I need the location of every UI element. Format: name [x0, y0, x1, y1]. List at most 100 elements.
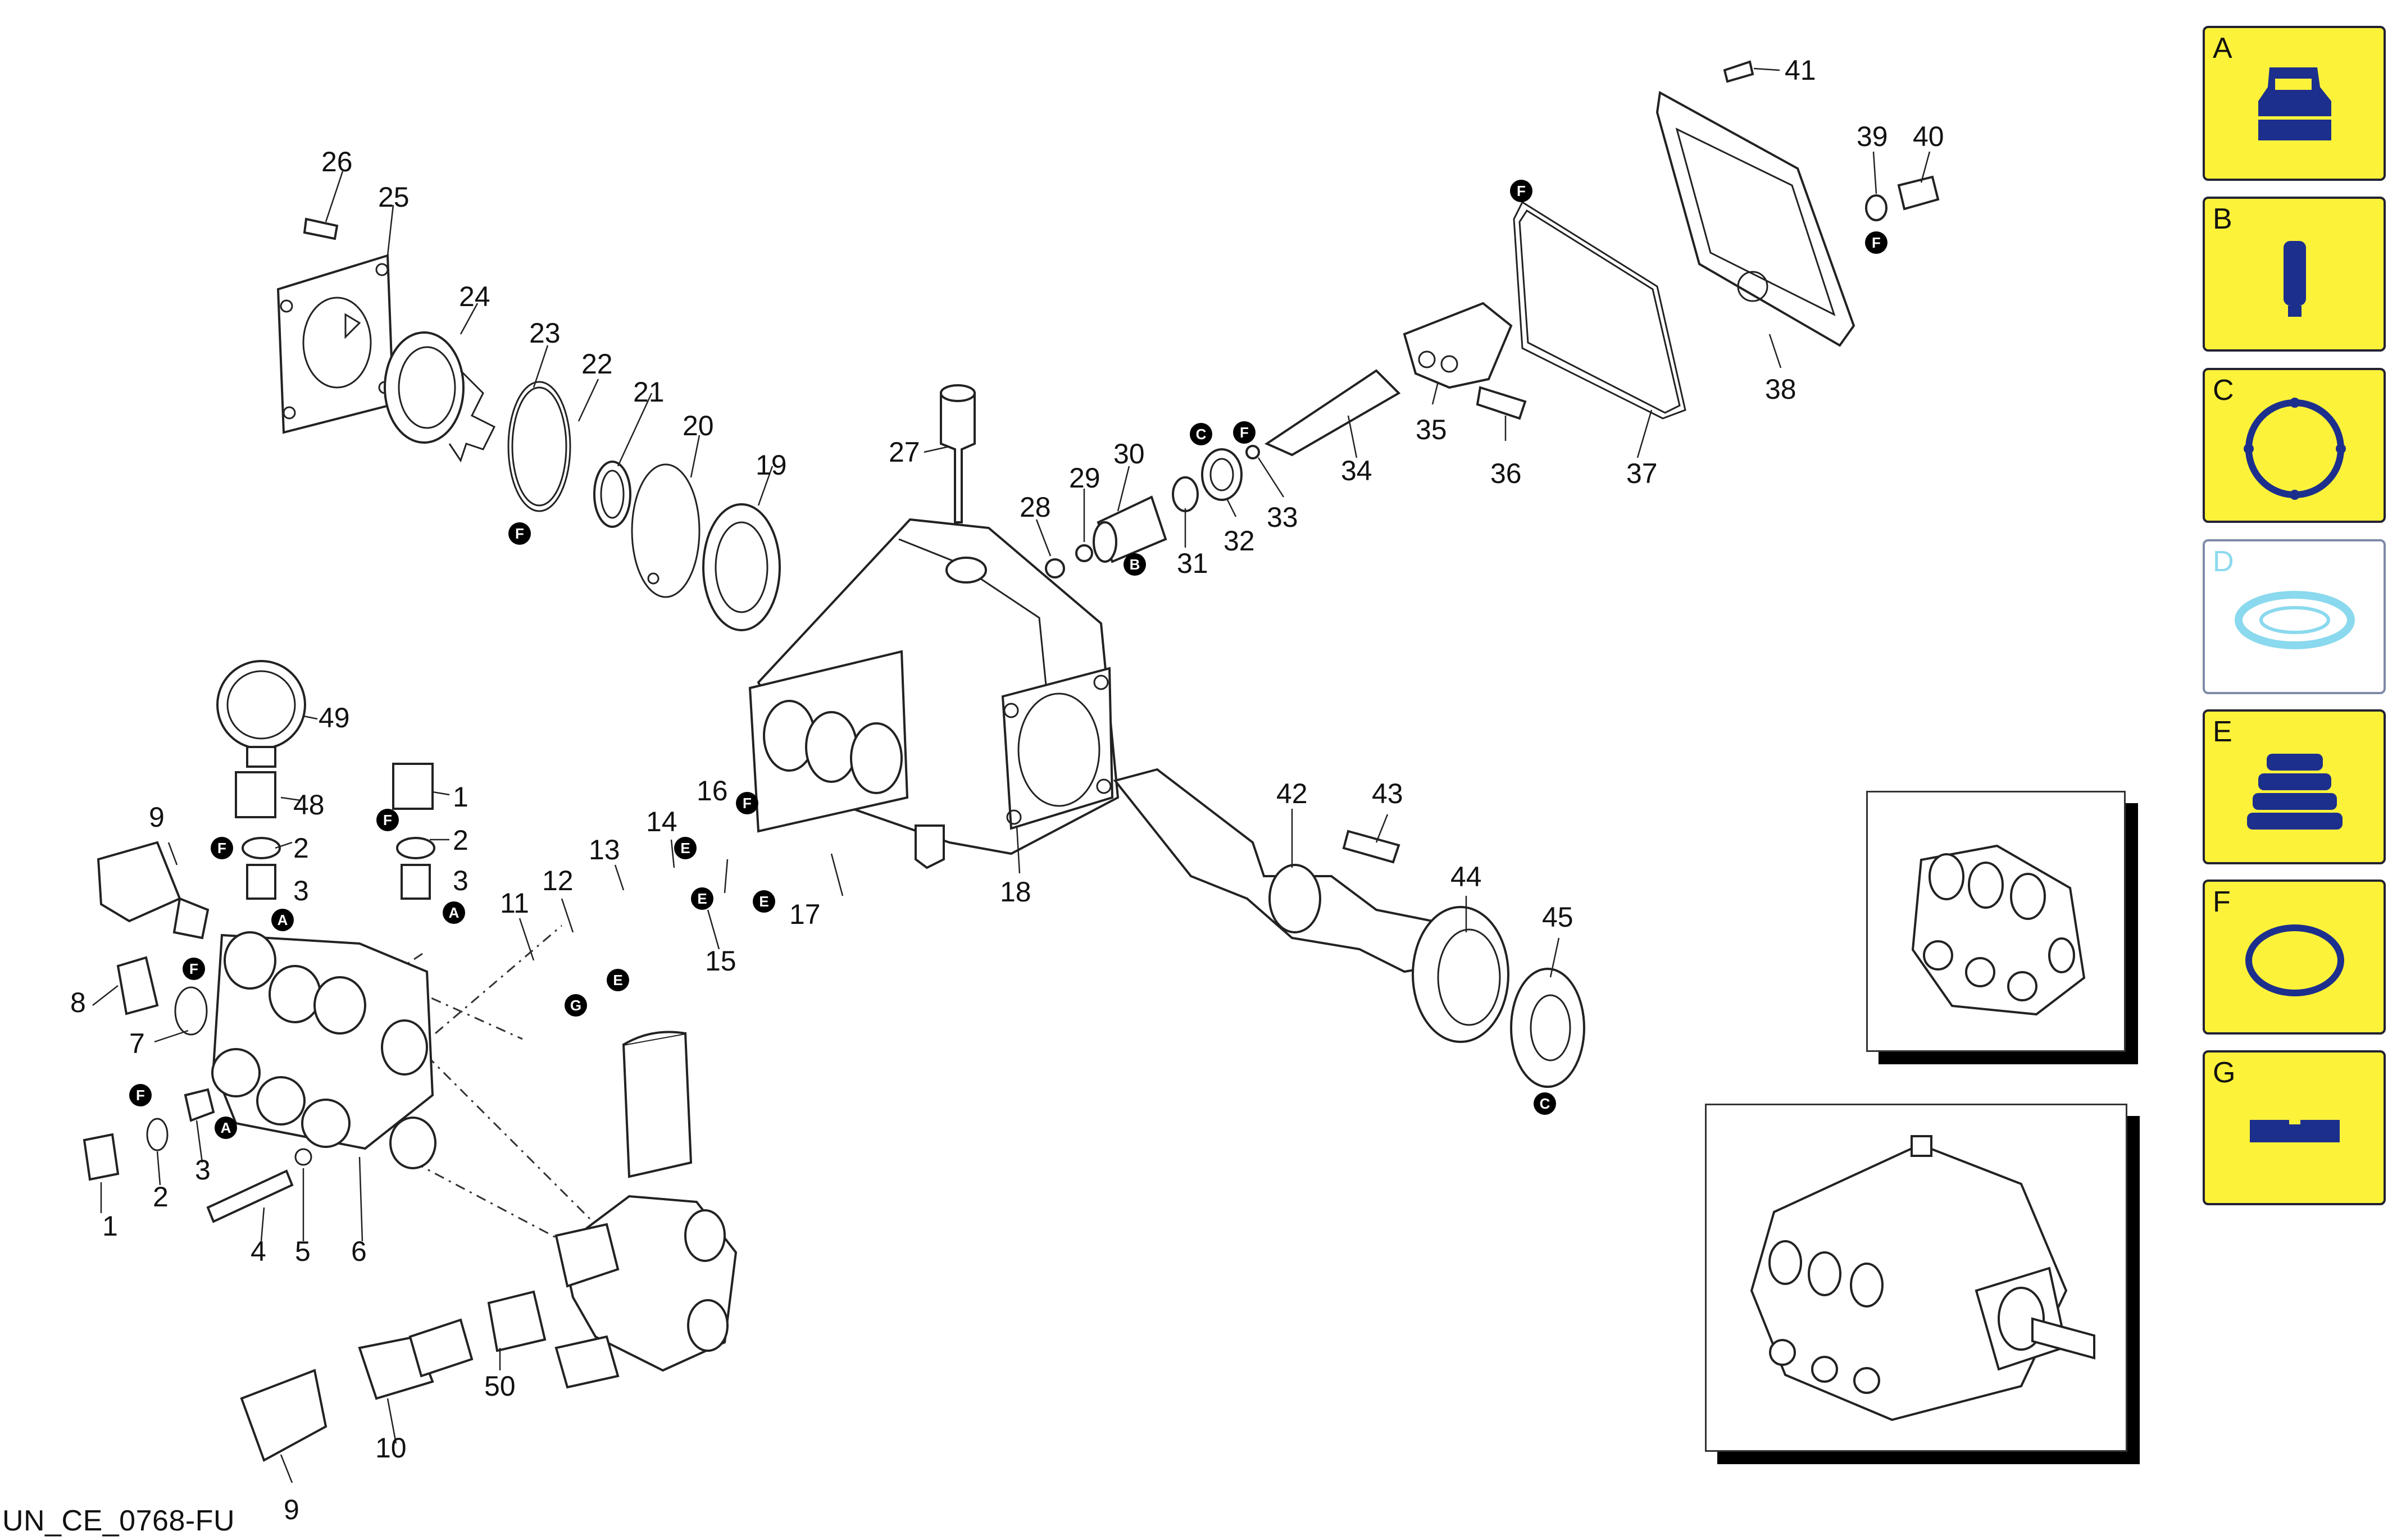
badge-A: A — [215, 1117, 237, 1139]
callout-1: 1 — [102, 1210, 118, 1242]
badge-F: F — [129, 1084, 152, 1106]
callout-7: 7 — [129, 1028, 145, 1059]
callout-44: 44 — [1450, 861, 1482, 892]
callout-42: 42 — [1276, 778, 1308, 809]
flat-washer-icon — [2235, 591, 2355, 649]
callout-11: 11 — [500, 887, 529, 919]
callout-37: 37 — [1626, 458, 1658, 489]
svg-text:A: A — [278, 912, 288, 928]
piston-sleeve-icon — [2284, 241, 2306, 317]
callout-17: 17 — [789, 899, 821, 930]
callout-31: 31 — [1177, 548, 1208, 579]
legend-letter-C: C — [2213, 374, 2234, 407]
callout-8: 8 — [70, 987, 86, 1018]
callout-1b: 1 — [453, 781, 469, 813]
badge-E: E — [607, 969, 629, 991]
callout-36: 36 — [1490, 458, 1522, 489]
badge-F: F — [1510, 180, 1532, 202]
badge-E: E — [753, 890, 775, 913]
kit-legend-C[interactable]: C — [2203, 368, 2386, 523]
callout-43: 43 — [1372, 778, 1403, 809]
callout-33: 33 — [1267, 502, 1298, 533]
legend-letter-G: G — [2213, 1056, 2236, 1089]
callout-49: 49 — [319, 702, 350, 733]
legend-letter-F: F — [2213, 886, 2231, 918]
svg-text:G: G — [570, 997, 581, 1014]
callout-12: 12 — [542, 865, 574, 896]
crankcase-housing — [748, 518, 1120, 869]
manifold-assembly-icon — [1911, 844, 2086, 1016]
legend-letter-E: E — [2213, 716, 2232, 748]
svg-text:E: E — [613, 972, 622, 988]
leader-lines — [92, 67, 1931, 1483]
svg-text:F: F — [383, 812, 392, 828]
crankshaft-group — [1113, 768, 1585, 1088]
pump-assembly-icon — [1750, 1135, 2095, 1421]
callout-32: 32 — [1223, 525, 1255, 557]
badge-E: E — [674, 837, 697, 859]
callout-24: 24 — [459, 281, 490, 312]
callout-2c: 2 — [293, 832, 309, 864]
kit-legend-D[interactable]: D — [2203, 539, 2386, 694]
rear-cover-group — [1655, 60, 1940, 347]
callout-13: 13 — [589, 834, 620, 865]
callout-34: 34 — [1341, 455, 1372, 486]
badge-F: F — [183, 958, 205, 980]
badge-F: F — [736, 792, 758, 814]
callout-3c: 3 — [293, 875, 309, 906]
callout-2: 2 — [153, 1181, 169, 1213]
kit-legend-B[interactable]: B — [2203, 197, 2386, 352]
packing-stack-icon — [2247, 754, 2343, 830]
assembled-manifold-view — [1866, 791, 2126, 1052]
callout-29: 29 — [1069, 462, 1100, 494]
callout-4: 4 — [251, 1236, 266, 1267]
callout-27: 27 — [889, 436, 920, 468]
badge-G: G — [565, 994, 587, 1017]
svg-text:A: A — [221, 1119, 231, 1136]
svg-text:F: F — [189, 960, 198, 977]
callout-16: 16 — [697, 775, 728, 807]
svg-text:F: F — [217, 840, 226, 856]
callout-30: 30 — [1113, 438, 1145, 470]
kit-legend-E[interactable]: E — [2203, 709, 2386, 864]
svg-text:C: C — [1196, 426, 1207, 443]
kit-legend-G[interactable]: G — [2203, 1050, 2386, 1205]
svg-text:F: F — [1240, 424, 1249, 441]
badge-E: E — [691, 887, 713, 910]
o-ring-icon — [2245, 924, 2344, 996]
badge-F: F — [376, 809, 399, 831]
callout-41: 41 — [1785, 54, 1816, 86]
legend-letter-D: D — [2213, 545, 2234, 578]
kit-legend-F[interactable]: F — [2203, 880, 2386, 1035]
callout-6: 6 — [351, 1236, 367, 1267]
svg-text:F: F — [1872, 234, 1881, 251]
callout-28: 28 — [1020, 491, 1051, 523]
svg-text:E: E — [680, 840, 690, 856]
callout-21: 21 — [633, 376, 665, 408]
callout-22: 22 — [581, 348, 613, 380]
callout-2b: 2 — [453, 824, 469, 856]
callout-48: 48 — [293, 789, 325, 821]
badge-A: A — [443, 901, 465, 924]
kit-legend-A[interactable]: A — [2203, 26, 2386, 181]
svg-text:B: B — [1130, 556, 1140, 573]
svg-text:F: F — [136, 1087, 145, 1104]
rear-flange-group — [276, 217, 781, 631]
callout-40: 40 — [1913, 121, 1944, 152]
callout-20: 20 — [683, 410, 714, 441]
svg-text:F: F — [1517, 183, 1526, 199]
oil-seal-ring-icon — [2244, 398, 2346, 500]
callout-25: 25 — [378, 181, 410, 213]
callout-3: 3 — [195, 1154, 211, 1186]
callout-35: 35 — [1416, 414, 1447, 445]
manifold-group — [83, 660, 738, 1462]
callout-38: 38 — [1765, 373, 1796, 405]
badge-C: C — [1534, 1092, 1556, 1115]
assembled-pump-view — [1705, 1104, 2127, 1452]
legend-letter-A: A — [2213, 32, 2232, 65]
callout-10: 10 — [375, 1432, 407, 1464]
svg-text:A: A — [449, 904, 460, 921]
svg-text:E: E — [759, 893, 768, 910]
connecting-rod-group — [940, 201, 1686, 578]
